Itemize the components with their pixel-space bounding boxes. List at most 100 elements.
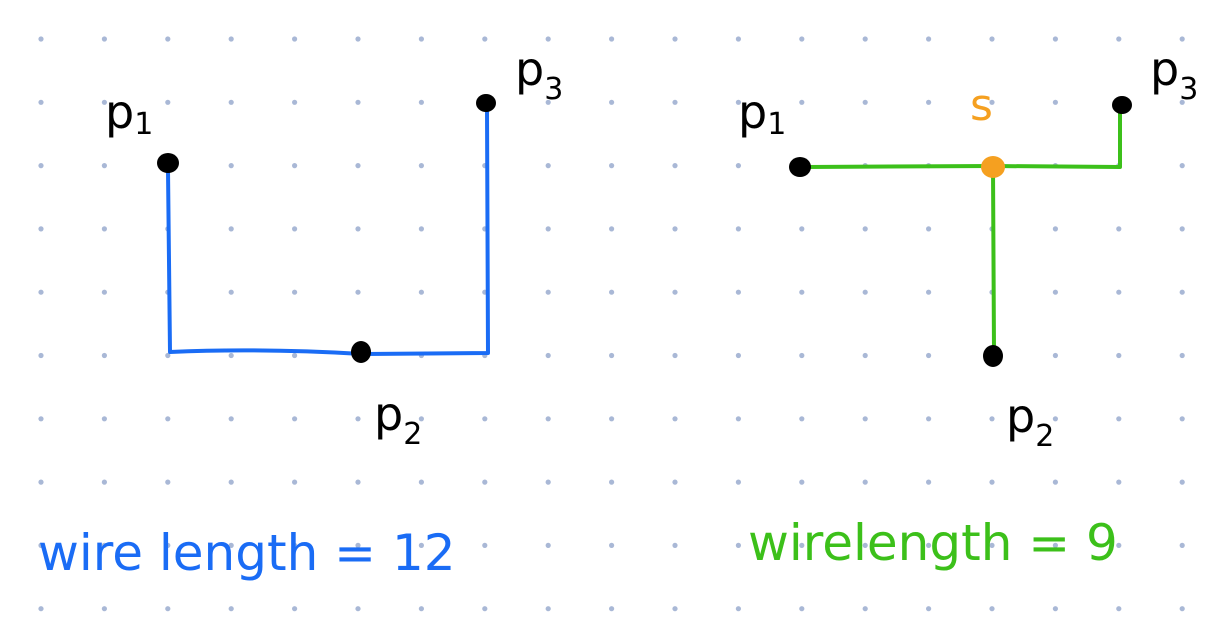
grid-dot [38,352,44,359]
grid-dot [609,289,615,295]
grid-dot [799,226,805,232]
grid-dot [292,99,298,105]
grid-dot [735,479,742,485]
grid-dot [672,416,678,422]
grid-dot [101,163,107,169]
grid-dot [38,99,44,105]
grid-dot [101,99,107,105]
grid-dot [355,99,361,105]
grid-dot [1179,479,1185,485]
grid-dot [545,36,551,42]
grid-dot [545,542,551,549]
grid-dot [418,542,424,549]
grid-dot [799,606,805,612]
grid-dot [292,226,298,232]
grid-dot [38,606,44,612]
grid-dot [672,352,678,359]
grid-dot [418,416,424,422]
grid-dot [545,163,551,169]
grid-dot [38,542,44,549]
grid-dot [355,416,361,422]
grid-dot [862,289,868,295]
grid-dot [989,36,995,42]
right-p1-point [789,157,811,177]
right-wire-horizontal [804,108,1122,169]
right-wire-vertical [991,166,996,354]
grid-dot [292,542,298,549]
right-p3-label: p3 [1150,42,1198,107]
steiner-point [981,156,1005,178]
grid-dot [735,36,742,42]
grid-dot [101,289,107,295]
grid-dot [418,36,424,42]
grid-dot [799,479,805,485]
grid-dot [38,163,44,169]
grid-dot [418,289,424,295]
grid-dot [609,479,615,485]
grid-dot [1179,163,1185,169]
grid-dot [418,479,424,485]
grid-dot [482,606,488,612]
left-wire [166,106,490,356]
grid-dot [672,479,678,485]
steiner-label: s [970,80,993,131]
grid-dot [418,163,424,169]
grid-dot [228,416,234,422]
grid-dot [1179,289,1185,295]
grid-dot [1052,289,1058,295]
right-p2-label: p2 [1006,389,1054,454]
grid-dot [735,163,742,169]
grid-dot [482,479,488,485]
grid-dot [418,606,424,612]
grid-dot [355,36,361,42]
grid-dot [609,352,615,359]
right-caption: wirelength = 9 [748,514,1118,572]
grid-dot [989,416,995,422]
grid-dot [609,99,615,105]
grid-dot [609,226,615,232]
grid-dot [926,226,932,232]
grid-dot [735,606,742,612]
grid-dot [1116,289,1122,295]
grid-dot [101,479,107,485]
grid-dot [926,416,932,422]
grid-dot [292,416,298,422]
grid-dot [355,226,361,232]
grid-dot [355,606,361,612]
grid-dot [545,226,551,232]
left-p3-label: p3 [515,42,563,107]
grid-dot [165,606,171,612]
grid-dot [292,289,298,295]
left-p1-label: p1 [105,85,153,142]
grid-dot [672,226,678,232]
grid-dot [101,416,107,422]
grid-dot [1116,479,1122,485]
grid-dot [101,226,107,232]
grid-dot [1179,542,1185,549]
grid-dot [292,352,298,359]
grid-dot [1052,542,1058,549]
grid-dot [672,36,678,42]
grid-dot [1116,352,1122,359]
grid-dot [1179,226,1185,232]
grid-dot [1052,416,1058,422]
grid-dot [545,352,551,359]
grid-dot [799,352,805,359]
grid-dot [101,352,107,359]
left-p1-point [157,153,179,173]
grid-dot [1052,606,1058,612]
grid-dot [862,416,868,422]
grid-dot [545,99,551,105]
grid-dot [545,606,551,612]
grid-dot [609,36,615,42]
grid-dot [228,226,234,232]
grid-dot [609,542,615,549]
right-p3-point [1112,96,1132,114]
grid-dot [165,416,171,422]
grid-dot [1052,99,1058,105]
grid-dot [1116,542,1122,549]
left-wiring: p1 p2 p3 wire length = 12 [38,42,563,582]
grid-dot [609,416,615,422]
grid-dot [228,352,234,359]
grid-dot [672,542,678,549]
